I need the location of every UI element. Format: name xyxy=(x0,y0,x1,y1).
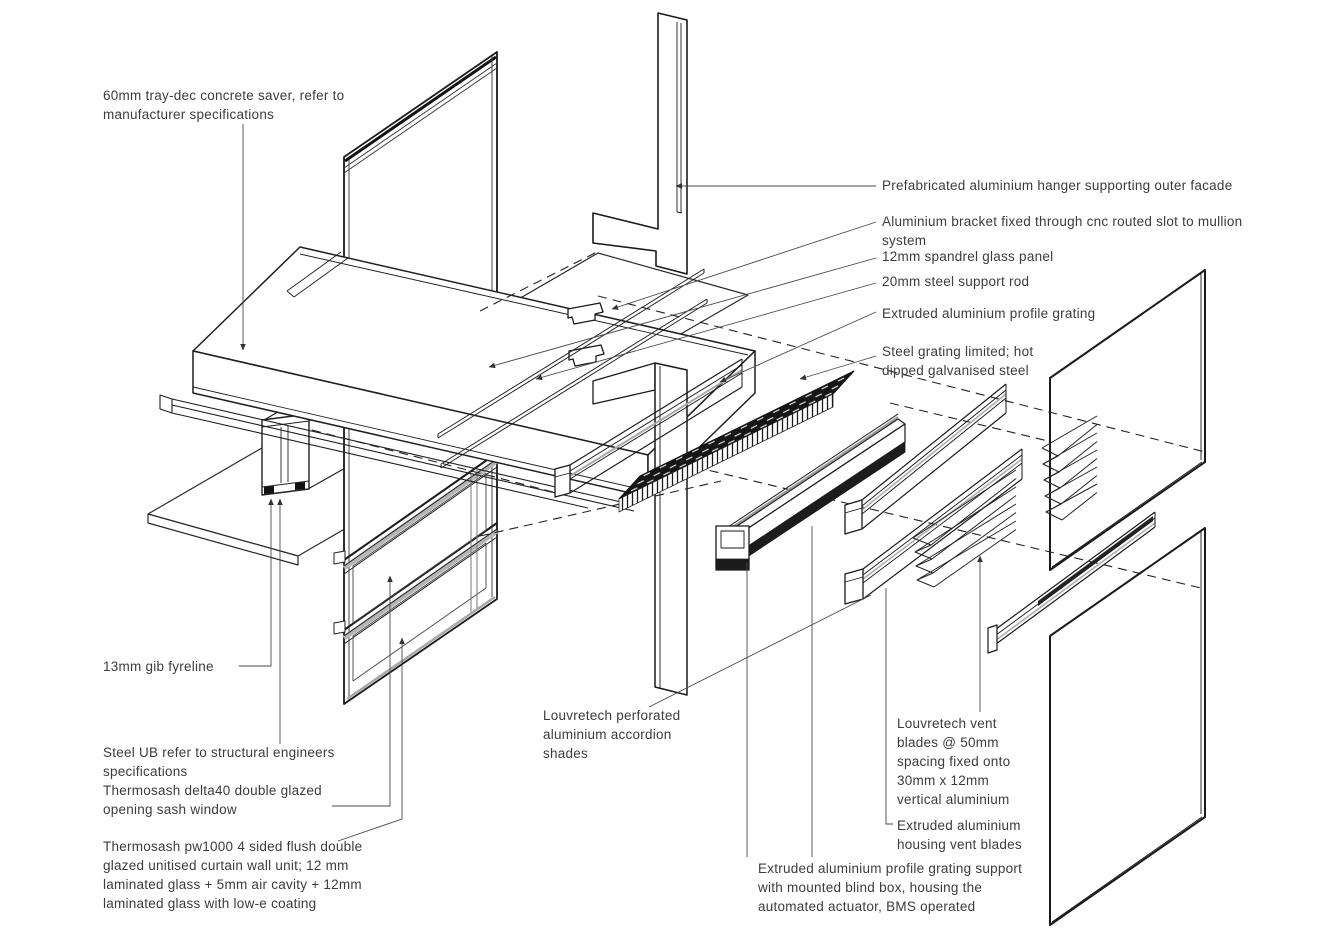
leader-housing-vent-blades xyxy=(885,588,893,825)
leader-accordion-shades xyxy=(648,594,872,708)
label-steel-grating: Steel grating limited; hot dipped galvan… xyxy=(882,344,1034,378)
label-tray-dec: 60mm tray-dec concrete saver, refer to m… xyxy=(103,88,345,122)
leader-spandrel xyxy=(488,257,877,369)
accordion-stack-right xyxy=(1041,415,1098,521)
glass-panel-upper-right xyxy=(1049,269,1206,571)
steel-grating xyxy=(618,370,855,513)
vent-housing-channel-upper xyxy=(844,383,1007,535)
louvre-sill-profile xyxy=(987,511,1156,654)
accordion-stack-left xyxy=(912,469,1017,588)
label-steel-ub: Steel UB refer to structural engineers s… xyxy=(103,745,335,779)
leader-pw1000 xyxy=(337,637,405,842)
leader-steel-grating xyxy=(799,355,877,380)
profile-grating-channel xyxy=(554,358,743,498)
label-gib-fyreline: 13mm gib fyreline xyxy=(103,659,214,674)
label-vent-blades: Louvretech vent blades @ 50mm spacing fi… xyxy=(897,716,1011,807)
hanger-plate xyxy=(592,12,688,275)
label-accordion-shades: Louvretech perforated aluminium accordio… xyxy=(543,708,681,761)
leader-profile-grating xyxy=(719,311,877,383)
label-profile-grating: Extruded aluminium profile grating xyxy=(882,306,1096,321)
label-delta40: Thermosash delta40 double glazed opening… xyxy=(103,783,322,817)
label-bracket: Aluminium bracket fixed through cnc rout… xyxy=(882,214,1243,248)
glass-panel-lower-right xyxy=(1049,527,1206,926)
mullion-plate xyxy=(592,362,688,696)
leader-gib-fyreline xyxy=(239,498,274,667)
label-spandrel: 12mm spandrel glass panel xyxy=(882,249,1054,264)
label-pw1000: Thermosash pw1000 4 sided flush double g… xyxy=(103,839,363,911)
blind-box xyxy=(715,413,906,571)
label-grating-support: Extruded aluminium profile grating suppo… xyxy=(758,861,1023,914)
leader-bracket xyxy=(611,221,877,310)
steel-support-rods xyxy=(437,268,708,469)
explosion-dashed-lines xyxy=(311,251,1206,590)
leader-lines xyxy=(239,124,983,857)
concrete-slab xyxy=(192,246,756,498)
label-hanger: Prefabricated aluminium hanger supportin… xyxy=(882,178,1233,193)
leader-delta40 xyxy=(332,575,393,807)
label-support-rod: 20mm steel support rod xyxy=(882,274,1030,289)
leader-support-rod xyxy=(535,282,877,381)
label-housing-vent-blades: Extruded aluminium housing vent blades xyxy=(897,818,1022,852)
